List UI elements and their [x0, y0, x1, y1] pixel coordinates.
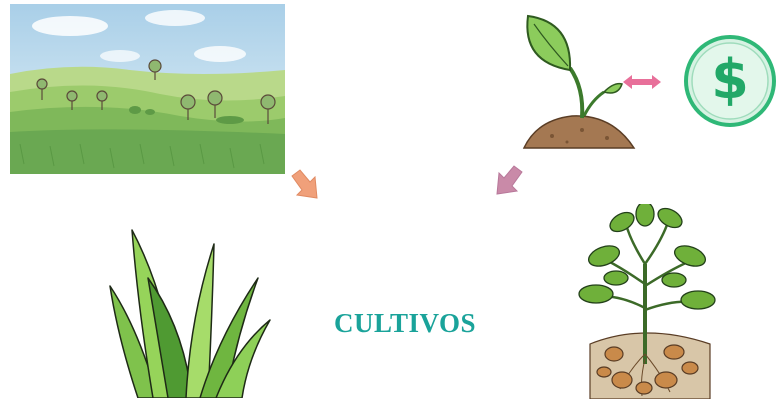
arrow-down-right-icon: [288, 168, 322, 202]
coin-symbol: $: [683, 48, 777, 111]
double-arrow-icon: [621, 72, 663, 92]
farmland-landscape-illustration: [10, 4, 285, 174]
arrow-down-left-icon: [492, 164, 526, 198]
grass-illustration: [108, 228, 273, 398]
page-title: CULTIVOS: [310, 308, 500, 339]
dollar-coin-icon: $: [683, 34, 777, 128]
potato-plant-with-tubers-illustration: [570, 204, 720, 399]
